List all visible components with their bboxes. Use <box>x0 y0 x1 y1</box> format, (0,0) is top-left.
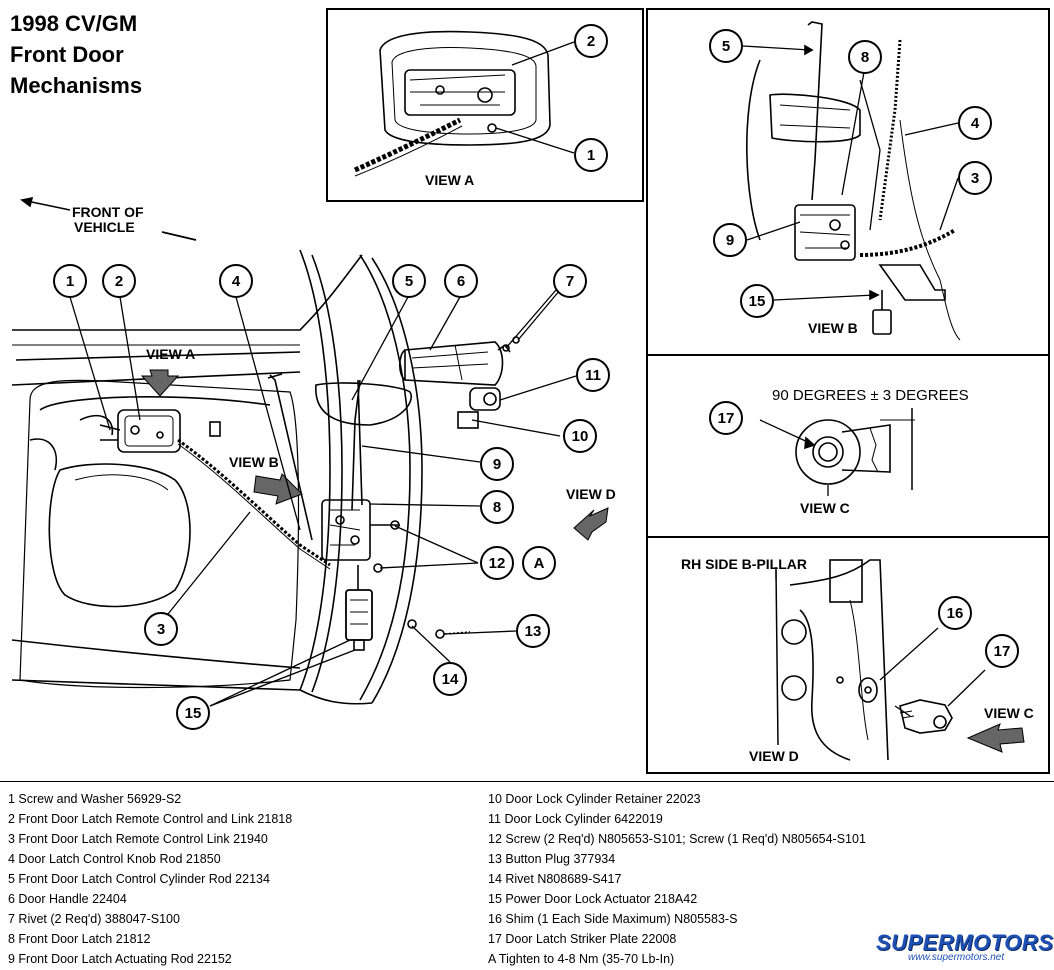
callout-13-main: 13 <box>516 614 550 648</box>
callout-15-main: 15 <box>176 696 210 730</box>
legend-item: 9 Front Door Latch Actuating Rod 22152 <box>8 952 232 966</box>
title-line-2: Front Door <box>10 42 124 67</box>
legend-item: 16 Shim (1 Each Side Maximum) N805583-S <box>488 912 738 926</box>
callout-4-main: 4 <box>219 264 253 298</box>
callout-16-view-d: 16 <box>938 596 972 630</box>
callout-5-main: 5 <box>392 264 426 298</box>
main-actuator <box>345 565 373 651</box>
legend-right: 10 Door Lock Cylinder Retainer 22023 11 … <box>488 789 866 969</box>
callout-4-view-b: 4 <box>958 106 992 140</box>
view-d-arrow <box>573 507 609 541</box>
degrees-label: 90 DEGREES ± 3 DEGREES <box>772 387 969 404</box>
title-line-1: 1998 CV/GM <box>10 11 138 36</box>
view-d-main-label: VIEW D <box>566 486 616 502</box>
view-b-drawing <box>742 21 961 341</box>
legend-item: 4 Door Latch Control Knob Rod 21850 <box>8 852 221 866</box>
view-d-panel-label: VIEW D <box>749 748 799 764</box>
legend-item: 1 Screw and Washer 56929-S2 <box>8 792 182 806</box>
view-a-arrow <box>140 369 180 397</box>
view-a-main-label: VIEW A <box>146 346 196 362</box>
legend-item: 13 Button Plug 377934 <box>488 852 616 866</box>
view-c-pointer-label: VIEW C <box>984 705 1034 721</box>
callout-17-view-c: 17 <box>709 401 743 435</box>
rh-side-label: RH SIDE B-PILLAR <box>681 556 807 572</box>
main-latch <box>321 499 400 561</box>
view-d-drawing <box>775 559 1025 761</box>
supermotors-watermark: SUPERMOTORS www.supermotors.net <box>874 930 1053 966</box>
door-outline <box>11 249 423 705</box>
view-a-panel-label: VIEW A <box>425 172 475 188</box>
callout-3-main: 3 <box>144 612 178 646</box>
callout-2-view-a: 2 <box>574 24 608 58</box>
callout-9-main: 9 <box>480 447 514 481</box>
view-a-drawing <box>353 30 575 177</box>
callout-8-view-b: 8 <box>848 40 882 74</box>
callout-15-view-b: 15 <box>740 284 774 318</box>
legend-item: 15 Power Door Lock Actuator 218A42 <box>488 892 698 906</box>
callout-1-view-a: 1 <box>574 138 608 172</box>
view-c-panel-label: VIEW C <box>800 500 850 516</box>
callout-12-main: 12 <box>480 546 514 580</box>
legend-left: 1 Screw and Washer 56929-S2 2 Front Door… <box>8 789 292 969</box>
view-c-drawing <box>759 408 915 496</box>
callout-1-main: 1 <box>53 264 87 298</box>
callout-9-view-b: 9 <box>713 223 747 257</box>
legend-item: 12 Screw (2 Req'd) N805653-S101; Screw (… <box>488 832 866 846</box>
callout-8-main: 8 <box>480 490 514 524</box>
leader-lines-main <box>69 289 577 707</box>
legend-item: A Tighten to 4-8 Nm (35-70 Lb-In) <box>488 952 675 966</box>
callout-a-main: A <box>522 546 556 580</box>
legend-item: 11 Door Lock Cylinder 6422019 <box>488 812 663 826</box>
watermark-url: www.supermotors.net <box>908 952 1005 963</box>
view-b-arrow <box>253 473 303 505</box>
view-b-panel-label: VIEW B <box>808 320 858 336</box>
legend-item: 5 Front Door Latch Control Cylinder Rod … <box>8 872 270 886</box>
legend-divider <box>0 781 1054 782</box>
legend-item: 14 Rivet N808689-S417 <box>488 872 622 886</box>
main-remote-control <box>99 409 221 453</box>
legend-item: 3 Front Door Latch Remote Control Link 2… <box>8 832 268 846</box>
callout-14-main: 14 <box>433 662 467 696</box>
callout-5-view-b: 5 <box>709 29 743 63</box>
line-art <box>11 21 1025 761</box>
view-b-main-label: VIEW B <box>229 454 279 470</box>
callout-2-main: 2 <box>102 264 136 298</box>
legend-item: 2 Front Door Latch Remote Control and Li… <box>8 812 293 826</box>
watermark-brand: SUPERMOTORS <box>876 930 1054 955</box>
legend-item: 10 Door Lock Cylinder Retainer 22023 <box>488 792 701 806</box>
callout-6-main: 6 <box>444 264 478 298</box>
view-c-arrow <box>966 723 1025 753</box>
front-of-vehicle-label-1: FRONT OF <box>72 204 144 220</box>
main-link-cable <box>177 438 331 567</box>
main-door-handle <box>398 341 504 386</box>
main-lock-cylinder <box>315 382 501 429</box>
callout-11-main: 11 <box>576 358 610 392</box>
diagram-title: 1998 CV/GM Front Door Mechanisms <box>10 8 142 101</box>
legend-item: 17 Door Latch Striker Plate 22008 <box>488 932 677 946</box>
legend-item: 7 Rivet (2 Req'd) 388047-S100 <box>8 912 180 926</box>
legend-item: 6 Door Handle 22404 <box>8 892 127 906</box>
title-line-3: Mechanisms <box>10 73 143 98</box>
main-rod-9 <box>357 379 363 506</box>
callout-3-view-b: 3 <box>958 161 992 195</box>
callout-10-main: 10 <box>563 419 597 453</box>
callout-7-main: 7 <box>553 264 587 298</box>
front-of-vehicle-label-2: VEHICLE <box>74 219 135 235</box>
legend-item: 8 Front Door Latch 21812 <box>8 932 151 946</box>
callout-17-view-d: 17 <box>985 634 1019 668</box>
